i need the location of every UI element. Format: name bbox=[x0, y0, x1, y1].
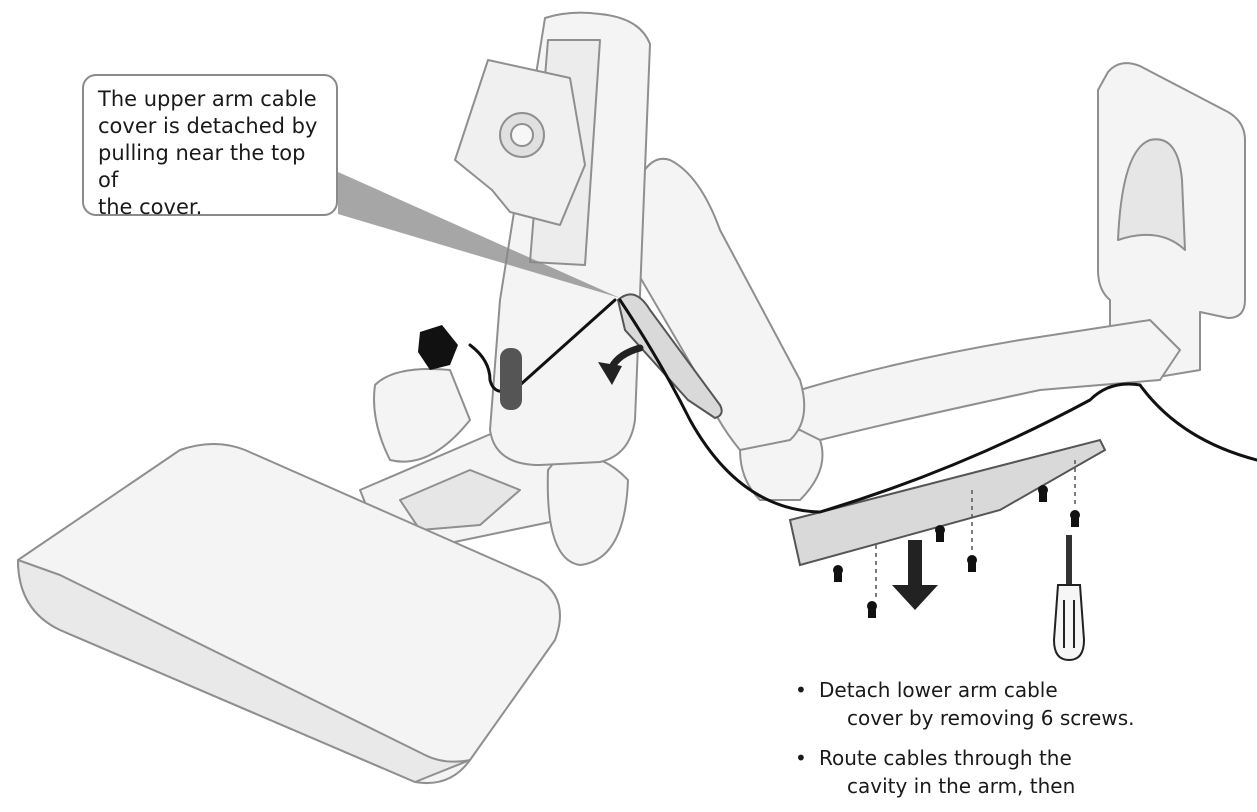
screw-icon bbox=[967, 555, 977, 572]
curved-arrow-icon bbox=[598, 344, 644, 385]
screws bbox=[833, 485, 1080, 618]
upper-arm bbox=[624, 157, 806, 451]
screw-icon bbox=[1038, 485, 1048, 502]
screwdriver-icon bbox=[1052, 535, 1086, 662]
callout-line: pulling near the top of bbox=[98, 141, 306, 192]
note-route-cables: • Route cables through the cavity in the… bbox=[795, 744, 1255, 800]
keyboard-palm-rest bbox=[17, 559, 471, 783]
bullet: • bbox=[795, 746, 807, 770]
note-line: Detach lower arm cable bbox=[819, 678, 1058, 702]
callout-box: The upper arm cable cover is detached by… bbox=[82, 74, 338, 219]
lower-arm-cable-cover bbox=[788, 438, 1107, 567]
callout-line: cover is detached by bbox=[98, 114, 318, 138]
cable-basket bbox=[373, 368, 471, 463]
plug-icon bbox=[418, 325, 458, 370]
instruction-notes: • Detach lower arm cable cover by removi… bbox=[795, 676, 1255, 812]
screw-icon bbox=[1070, 510, 1080, 527]
callout-pointer bbox=[338, 172, 620, 298]
note-line: cavity in the arm, then bbox=[847, 774, 1076, 798]
upper-arm-cable-cover bbox=[616, 293, 723, 420]
bullet: • bbox=[795, 678, 807, 702]
screw-icon bbox=[833, 565, 843, 582]
rear-mount-bracket bbox=[1097, 62, 1246, 381]
lower-arm bbox=[789, 319, 1181, 441]
screw-icon bbox=[935, 525, 945, 542]
callout-line: The upper arm cable bbox=[98, 87, 317, 111]
down-arrow-icon bbox=[892, 540, 938, 610]
screw-icon bbox=[867, 601, 877, 618]
cable-main bbox=[618, 298, 1257, 514]
callout-line: the cover. bbox=[98, 195, 203, 219]
note-line: Route cables through the bbox=[819, 746, 1072, 770]
column-grip bbox=[500, 348, 522, 410]
note-line: cover by removing 6 screws. bbox=[847, 706, 1135, 730]
note-detach-cover: • Detach lower arm cable cover by removi… bbox=[795, 676, 1255, 732]
front-clip bbox=[546, 453, 629, 566]
